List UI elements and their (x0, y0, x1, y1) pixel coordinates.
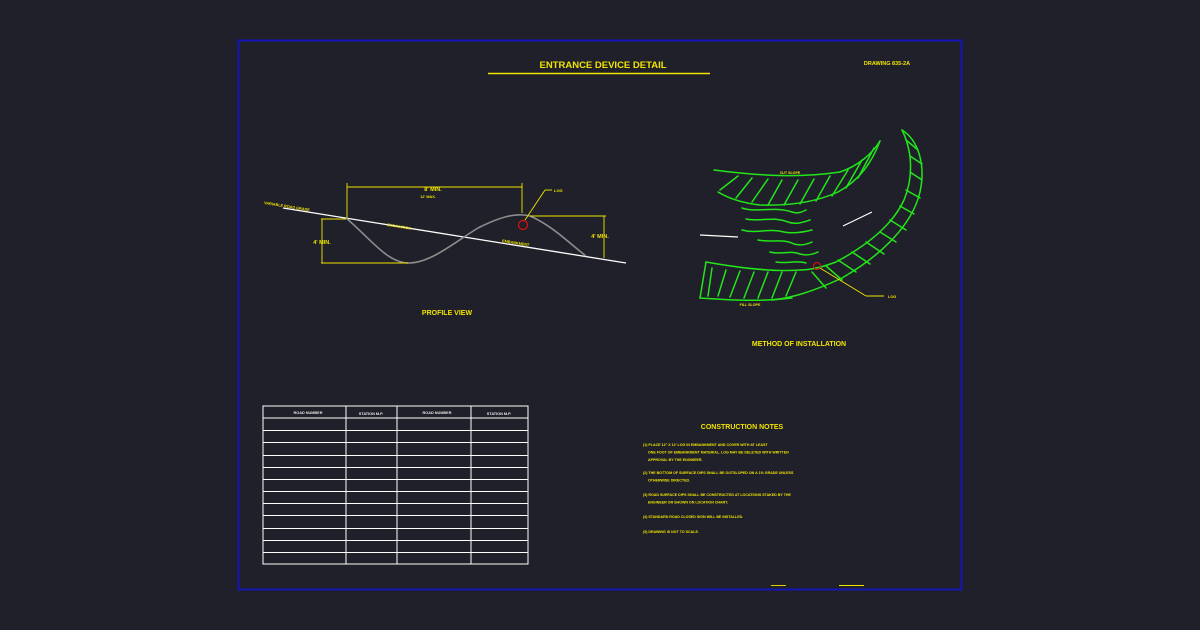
construction-note-line: (1) PLACE 12" X 12' LOG IN EMBANKMENT AN… (643, 443, 768, 447)
table-header-1: ROAD NUMBER (294, 411, 323, 415)
road-centerline-left (699, 234, 739, 238)
profile-view: 8' MIN. 12' MAX. 4' MIN. 4' MIN. VARIABL… (264, 183, 627, 317)
road-grade-label: VARIABLE ROAD GRADE (264, 201, 311, 212)
installation-plan: CUT SLOPE FILL SLOPE LOG METHOD OF INSTA… (699, 129, 923, 348)
dim-right-label: 4' MIN. (591, 234, 609, 240)
construction-notes: CONSTRUCTION NOTES (1) PLACE 12" X 12' L… (643, 424, 794, 534)
construction-note-line: (5) DRAWING IS NOT TO SCALE. (643, 530, 699, 534)
fill-slope-label: FILL SLOPE (740, 303, 761, 307)
installation-label: METHOD OF INSTALLATION (752, 341, 846, 348)
notes-list: (1) PLACE 12" X 12' LOG IN EMBANKMENT AN… (643, 443, 794, 534)
excavation-label: EXCAVATION (387, 223, 412, 231)
plan-log-leader (819, 267, 867, 297)
road-centerline-right (842, 211, 873, 227)
table-header-4: STATION M.P. (487, 412, 511, 416)
profile-view-label: PROFILE VIEW (422, 310, 473, 317)
notes-title: CONSTRUCTION NOTES (701, 424, 784, 431)
construction-note-line: (2) THE BOTTOM OF SURFACE DIPS SHALL BE … (643, 471, 794, 475)
dim-left-label: 4' MIN. (313, 240, 331, 246)
dim-top-sublabel: 12' MAX. (420, 195, 436, 199)
table-header-3: ROAD NUMBER (423, 411, 452, 415)
dip-profile-curve (345, 213, 587, 264)
plan-log-marker (812, 261, 822, 271)
table-frame (262, 405, 529, 565)
cut-slope-label: CUT SLOPE (780, 171, 801, 175)
construction-note-line: APPROVAL BY THE ENGINEER. (648, 458, 703, 462)
drawing-title: ENTRANCE DEVICE DETAIL (539, 60, 666, 71)
log-marker (517, 219, 529, 231)
dim-top-label: 8' MIN. (424, 187, 442, 193)
table-header-2: STATION M.P. (359, 412, 383, 416)
construction-note-line: OTHERWISE DIRECTED. (648, 479, 690, 483)
location-table: ROAD NUMBER STATION M.P. ROAD NUMBER STA… (262, 405, 529, 565)
log-label: LOG (554, 188, 563, 193)
plan-log-label: LOG (888, 295, 896, 299)
drawing-number: DRAWING 835-2A (864, 61, 910, 67)
construction-note-line: (4) STANDARD ROAD CLOSED SIGN WILL BE IN… (643, 515, 743, 519)
construction-note-line: (3) ROAD SURFACE DIPS SHALL BE CONSTRUCT… (643, 493, 791, 497)
terrain-linework (699, 129, 923, 302)
table-rows (263, 430, 528, 553)
log-leader (524, 189, 546, 221)
road-grade-line (282, 207, 627, 264)
sheet-border (237, 39, 963, 591)
embankment-label: EMBANKMENT (502, 239, 530, 247)
construction-note-line: ONE FOOT OF EMBANKMENT MATERIAL. LOG MAY… (648, 451, 789, 455)
construction-note-line: ENGINEER OR SHOWN ON LOCATION CHART. (648, 501, 728, 505)
